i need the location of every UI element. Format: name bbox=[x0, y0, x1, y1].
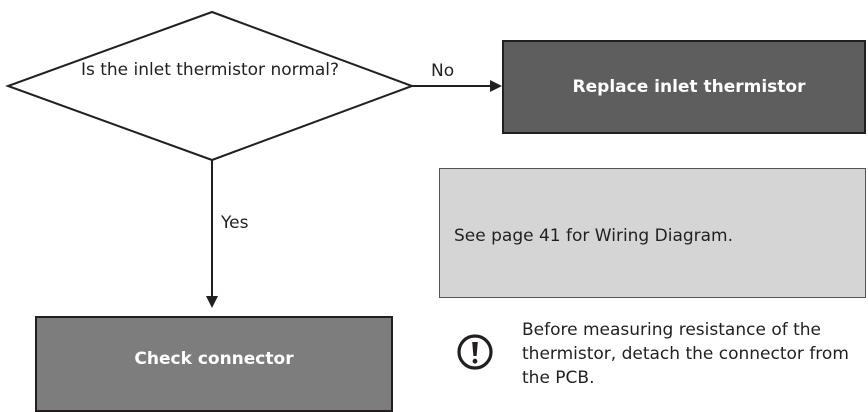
exclamation-icon bbox=[457, 334, 493, 370]
no-label: No bbox=[431, 61, 455, 81]
wiring-note-box: See page 41 for Wiring Diagram. bbox=[439, 168, 866, 298]
warning-text: Before measuring resistance of the therm… bbox=[522, 320, 849, 388]
check-connector-label: Check connector bbox=[134, 349, 294, 369]
yes-arrowhead bbox=[206, 296, 218, 308]
replace-thermistor-box: Replace inlet thermistor bbox=[502, 40, 866, 134]
yes-label: Yes bbox=[221, 213, 249, 233]
decision-question: Is the inlet thermistor normal? bbox=[80, 60, 340, 80]
wiring-note-text: See page 41 for Wiring Diagram. bbox=[454, 226, 734, 246]
decision-diamond bbox=[5, 10, 415, 162]
no-arrowhead bbox=[490, 80, 502, 92]
check-connector-box: Check connector bbox=[35, 316, 393, 412]
replace-thermistor-label: Replace inlet thermistor bbox=[572, 77, 806, 97]
